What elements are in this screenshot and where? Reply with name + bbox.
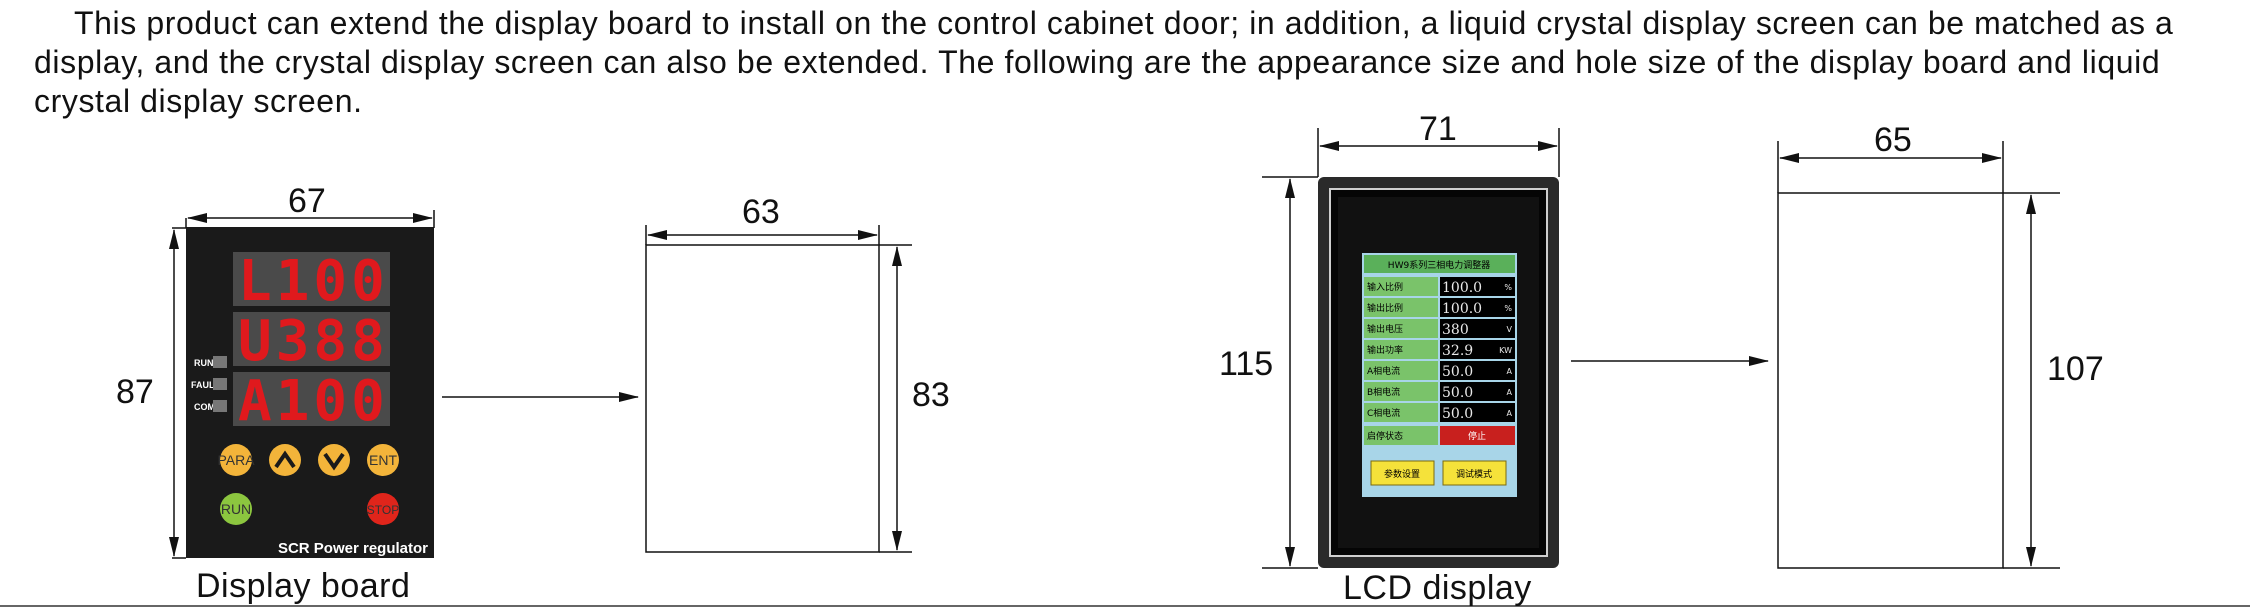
lcd-row-unit: % — [1504, 283, 1512, 292]
lcd-status-value: 停止 — [1468, 430, 1486, 442]
lcd-row-value: 32.9 — [1442, 343, 1473, 359]
lcd-row-value: 50.0 — [1442, 385, 1473, 401]
lcd-row: 输出电压 380 V — [1364, 319, 1515, 338]
segment-display-3: A100 — [233, 369, 390, 434]
lcd-row-label: A相电流 — [1367, 365, 1400, 377]
down-button[interactable] — [318, 444, 350, 476]
run-button[interactable]: RUN — [220, 493, 252, 525]
chevron-up-icon — [274, 450, 296, 469]
svg-text:FAULT: FAULT — [191, 380, 220, 390]
hole-height-label: 83 — [912, 376, 950, 414]
lcd-display-caption: LCD display — [1343, 569, 1532, 607]
lcd-hole — [1777, 141, 2060, 569]
lcd-row-unit: A — [1507, 409, 1513, 418]
board-width-label: 67 — [288, 182, 326, 220]
svg-text:COM: COM — [194, 402, 215, 412]
svg-text:调试模式: 调试模式 — [1456, 468, 1492, 480]
brand-label: SCR Power regulator — [278, 540, 428, 557]
svg-text:PARA: PARA — [217, 452, 255, 468]
lcd-screen: HW9系列三相电力调整器 输入比例 100.0% 输出比例 100.0% 输出电压 380… — [1362, 253, 1517, 497]
display-board: L100 U388 A100 RUN FAULT COM PARA — [186, 227, 434, 558]
lcd-hole-width-label: 65 — [1874, 121, 1912, 159]
lcd-width-label: 71 — [1419, 110, 1457, 148]
lcd-row-value: 50.0 — [1442, 364, 1473, 380]
lcd-param-button[interactable]: 参数设置 — [1370, 460, 1435, 486]
stop-button[interactable]: STOP — [367, 493, 399, 525]
lcd-row: C相电流 50.0 A — [1364, 403, 1515, 422]
lcd-row-value: 100.0 — [1442, 301, 1482, 317]
svg-text:RUN: RUN — [221, 501, 251, 517]
lcd-screen-title: HW9系列三相电力调整器 — [1388, 259, 1490, 271]
board-height-label: 87 — [116, 373, 154, 411]
lcd-row-unit: A — [1507, 388, 1513, 397]
segment-display-2: U388 — [233, 309, 390, 374]
lcd-row: 输出比例 100.0% — [1364, 298, 1515, 317]
lcd-row: A相电流 50.0 A — [1364, 361, 1515, 380]
board-hole — [645, 225, 912, 553]
lcd-status-row: 启停状态 停止 — [1364, 426, 1515, 445]
lcd-row-label: 输出电压 — [1367, 323, 1403, 335]
lcd-hole-height-label: 107 — [2047, 350, 2104, 388]
lcd-row-label: B相电流 — [1367, 386, 1400, 398]
segment-text-3: A100 — [238, 369, 389, 434]
segment-text-2: U388 — [238, 309, 389, 374]
up-button[interactable] — [269, 444, 301, 476]
indicator-fault: FAULT — [191, 378, 227, 390]
lcd-row-value: 50.0 — [1442, 406, 1473, 422]
hole-width-label: 63 — [742, 193, 780, 231]
display-board-caption: Display board — [196, 567, 411, 605]
lcd-dimensions — [1262, 128, 1560, 569]
lcd-row-unit: A — [1507, 367, 1513, 376]
ent-button[interactable]: ENT — [367, 444, 399, 476]
svg-text:STOP: STOP — [367, 503, 399, 517]
indicator-com: COM — [194, 400, 227, 412]
lcd-row-unit: V — [1507, 325, 1513, 334]
lcd-data-table: 输入比例 100.0% 输出比例 100.0% 输出电压 380 V 输出功率 32.9 KW A相… — [1364, 277, 1515, 422]
svg-text:ENT: ENT — [369, 452, 397, 468]
indicator-run: RUN — [194, 356, 227, 368]
board-dimensions — [169, 210, 435, 559]
lcd-row: 输入比例 100.0% — [1364, 277, 1515, 296]
svg-text:参数设置: 参数设置 — [1384, 468, 1420, 480]
lcd-height-label: 115 — [1219, 345, 1274, 383]
lcd-row-value: 380 — [1442, 322, 1469, 338]
chevron-down-icon — [323, 452, 345, 471]
para-button[interactable]: PARA — [217, 444, 255, 476]
lcd-row-unit: % — [1504, 304, 1512, 313]
segment-text-1: L100 — [238, 249, 389, 314]
lcd-row-label: 输入比例 — [1367, 281, 1403, 293]
lcd-row: B相电流 50.0 A — [1364, 382, 1515, 401]
lcd-row-label: C相电流 — [1367, 407, 1400, 419]
lcd-row-label: 输出功率 — [1367, 344, 1403, 356]
lcd-row-unit: KW — [1499, 346, 1512, 355]
lcd-row-label: 输出比例 — [1367, 302, 1403, 314]
lcd-display-unit: HW9系列三相电力调整器 输入比例 100.0% 输出比例 100.0% 输出电压 380… — [1318, 177, 1559, 568]
lcd-row-value: 100.0 — [1442, 280, 1482, 296]
intro-paragraph: This product can extend the display boar… — [34, 5, 2174, 119]
lcd-row: 输出功率 32.9 KW — [1364, 340, 1515, 359]
svg-text:RUN: RUN — [194, 358, 214, 368]
lcd-status-label: 启停状态 — [1367, 430, 1403, 442]
segment-display-1: L100 — [233, 249, 390, 314]
lcd-debug-button[interactable]: 调试模式 — [1442, 460, 1507, 486]
